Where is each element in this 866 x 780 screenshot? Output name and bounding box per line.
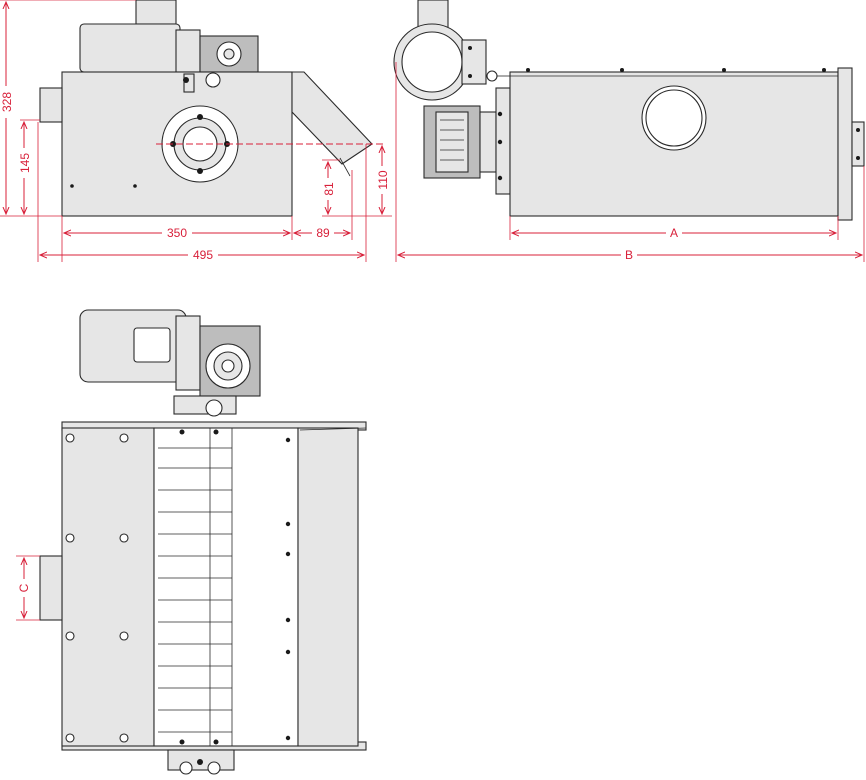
front-motor-fan-cover [135, 0, 177, 25]
top-magnet-fins [158, 447, 232, 733]
front-view [39, 0, 386, 217]
side-view [393, 0, 865, 221]
front-inlet-pipe [39, 87, 63, 123]
dim-495: 495 [193, 248, 213, 262]
front-motor-flange [175, 29, 201, 73]
dim-89: 89 [316, 226, 330, 240]
top-discharge-chute [297, 427, 359, 747]
dim-A: A [670, 226, 678, 240]
dim-B: B [625, 248, 633, 262]
dim-110: 110 [376, 170, 390, 189]
top-magnet-section [153, 427, 299, 747]
dim-350: 350 [167, 226, 187, 240]
dim-81: 81 [322, 182, 336, 196]
front-motor [79, 23, 181, 73]
top-inlet-pipe [39, 555, 63, 621]
front-view-dimensions: 328 145 81 110 350 89 495 [0, 0, 392, 262]
side-view-dimensions: A B [395, 62, 865, 262]
dim-145: 145 [18, 153, 32, 173]
top-view [39, 309, 367, 775]
dim-C: C [17, 583, 31, 592]
front-discharge-chute [291, 71, 373, 165]
top-view-dimensions: C [16, 555, 40, 621]
dim-328: 328 [0, 92, 14, 112]
top-left-cover [61, 427, 155, 747]
